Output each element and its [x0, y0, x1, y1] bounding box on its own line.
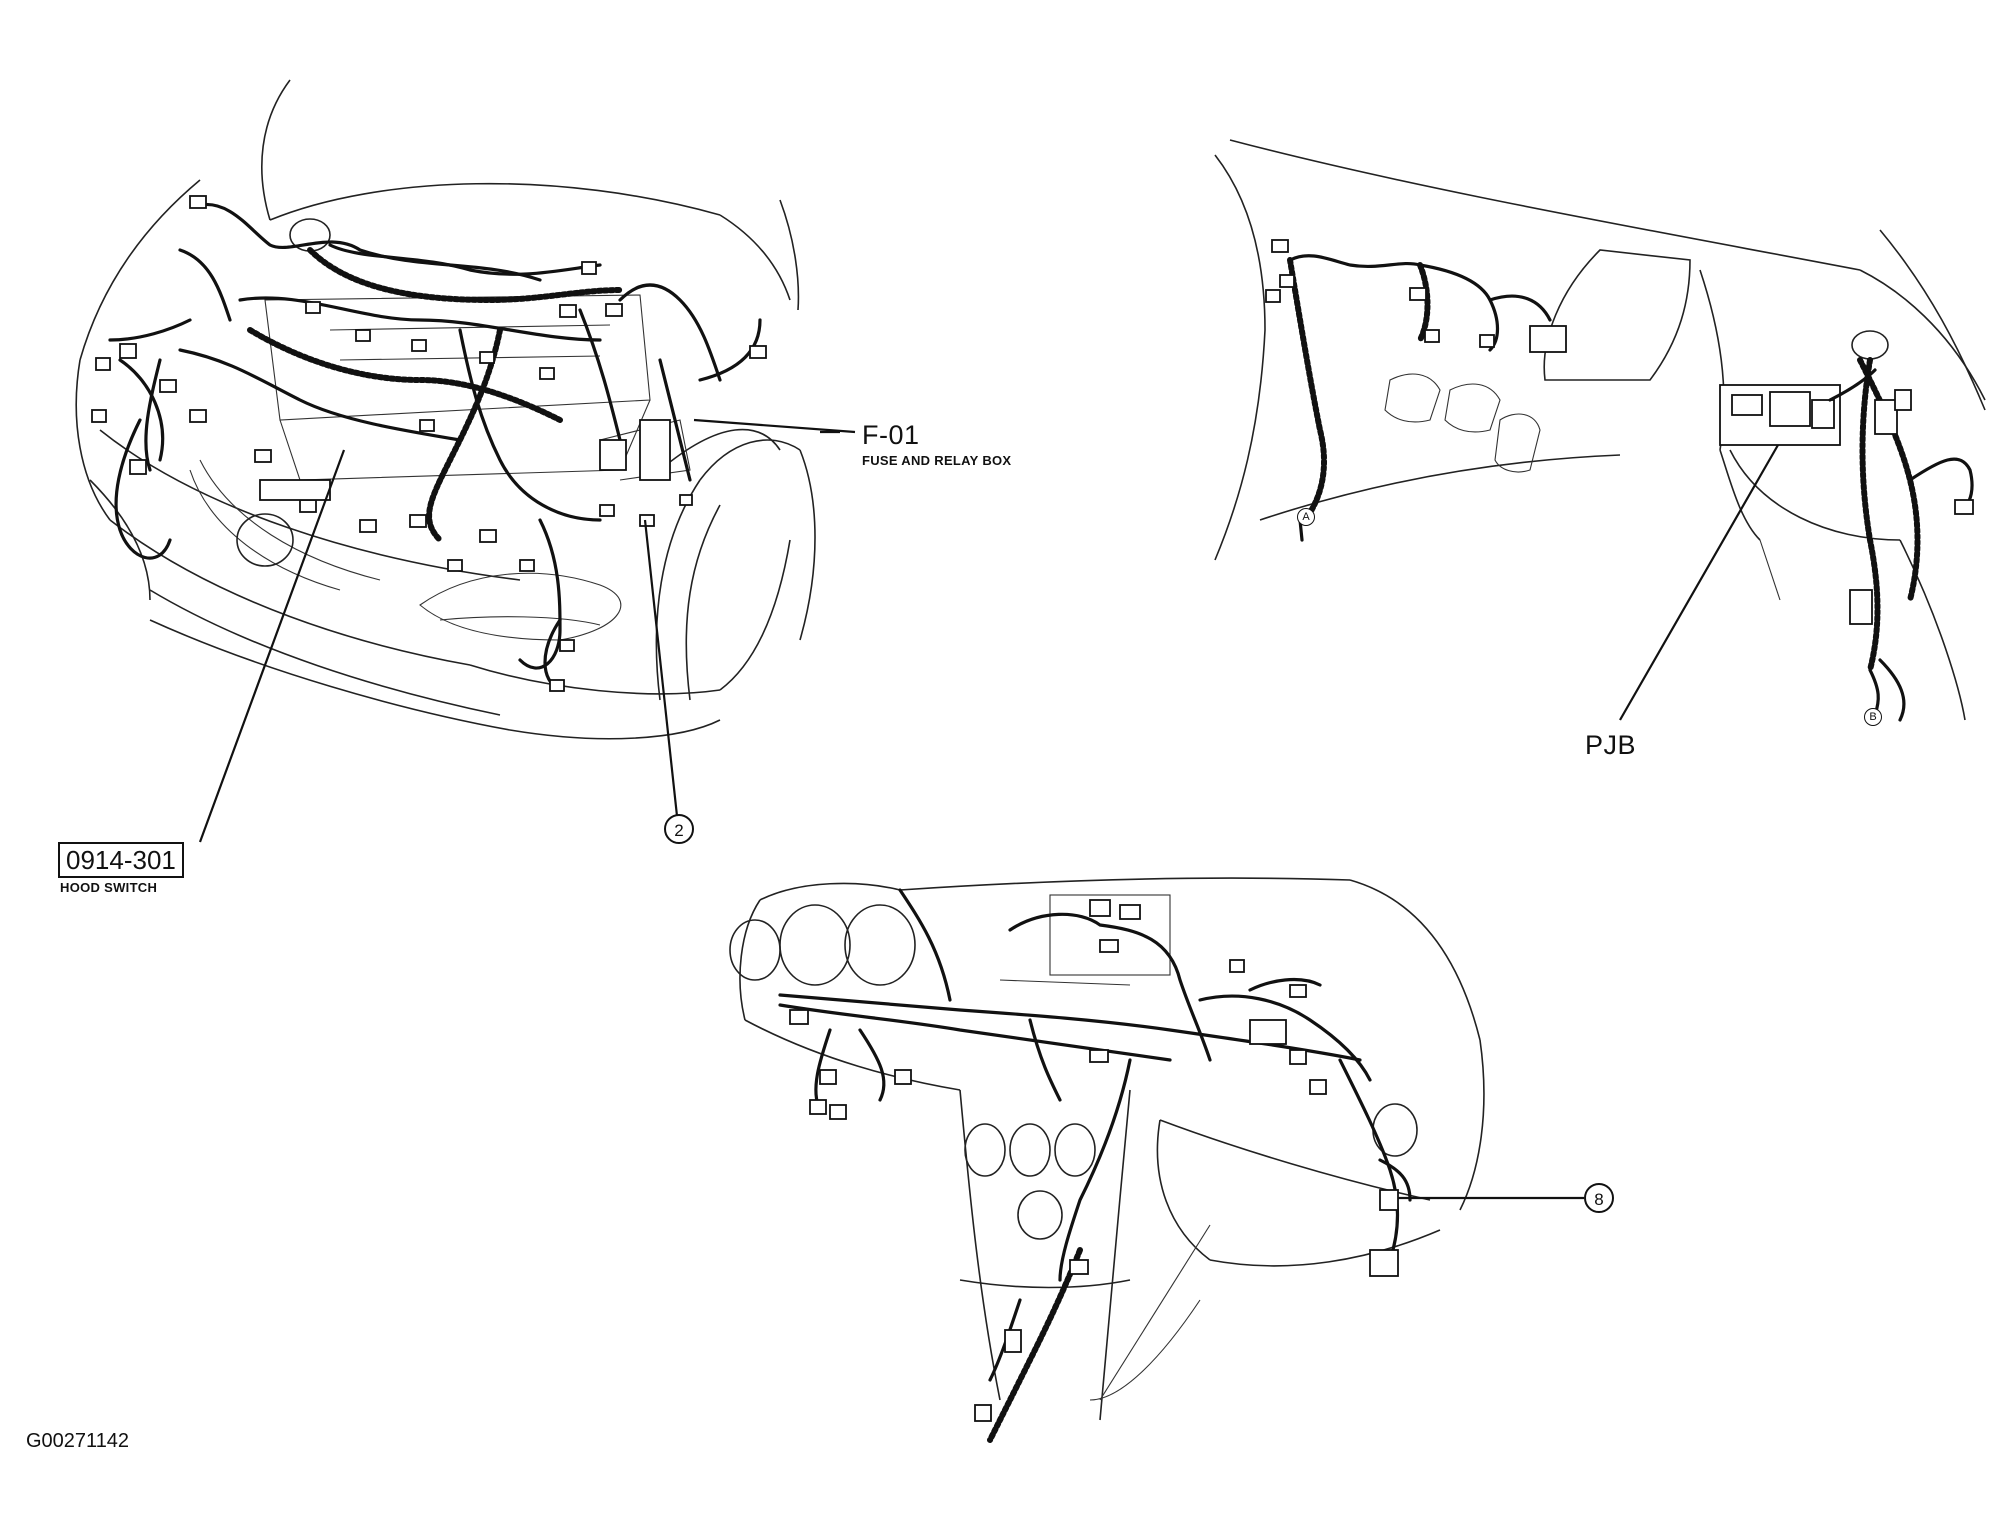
- f01-description-label: FUSE AND RELAY BOX: [862, 453, 1012, 468]
- footwell-view: [1214, 139, 1986, 722]
- hood-switch-leader-line: [198, 449, 346, 843]
- hood-switch-description-label: HOOD SWITCH: [60, 880, 158, 895]
- pjb-leader-line: [1619, 444, 1779, 721]
- f01-leader-line: [693, 418, 856, 434]
- engine-compartment-view: [75, 79, 856, 843]
- connector-b-marker: B: [1864, 708, 1882, 726]
- pjb-label: PJB: [1585, 730, 1637, 760]
- figure-id-label: G00271142: [26, 1430, 130, 1452]
- connector-a-marker: A: [1297, 508, 1315, 526]
- callout-2: 2: [664, 814, 694, 844]
- callout-8: 8: [1584, 1183, 1614, 1213]
- instrument-panel-view: [729, 877, 1584, 1443]
- hood-switch-code-label: 0914-301: [58, 842, 184, 878]
- f01-code-label: F-01: [862, 420, 920, 450]
- callout-2-leader-line: [643, 519, 679, 817]
